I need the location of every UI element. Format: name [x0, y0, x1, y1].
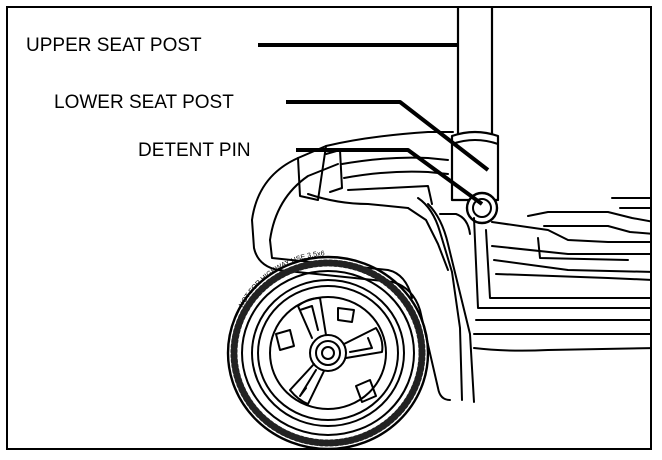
- frame-rails: [473, 197, 650, 352]
- scooter-line-drawing: NOT FOR HIGHWAY USE 3.5x6: [226, 8, 650, 448]
- rear-wheel: [226, 255, 430, 448]
- diagram-frame: NOT FOR HIGHWAY USE 3.5x6 UPPER SEAT POS…: [6, 6, 652, 450]
- leader-lower-seat-post: [286, 100, 490, 172]
- label-lower-seat-post: LOWER SEAT POST: [54, 92, 234, 113]
- leader-lines: [258, 43, 490, 206]
- leader-detent-pin: [296, 148, 484, 206]
- label-detent-pin: DETENT PIN: [138, 140, 251, 161]
- lower-seat-post: [450, 130, 500, 202]
- wheel-rim: [269, 296, 387, 410]
- label-upper-seat-post: UPPER SEAT POST: [26, 35, 202, 56]
- rear-shroud: [251, 131, 475, 403]
